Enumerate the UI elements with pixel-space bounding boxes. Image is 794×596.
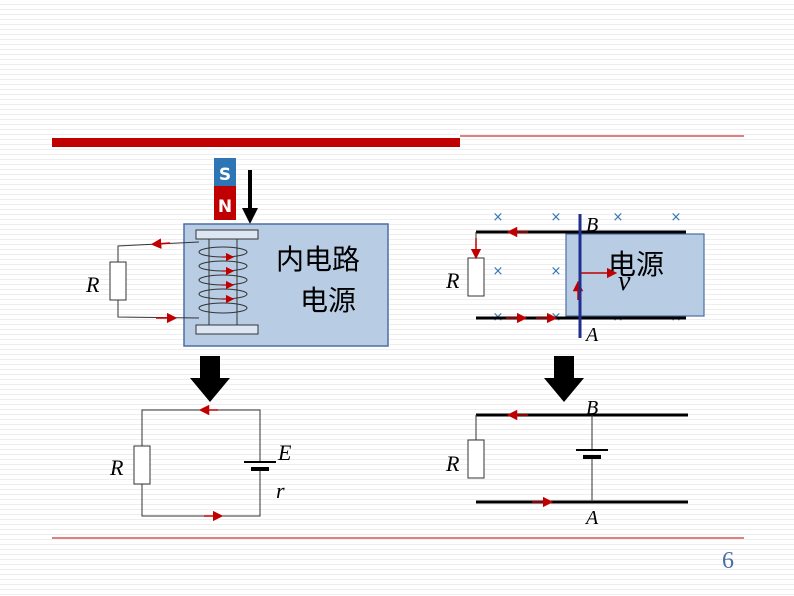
internal-resistance-label: r — [276, 478, 285, 503]
right-bottom-circuit: R B A — [445, 397, 688, 529]
left-top-resistor-label: R — [85, 272, 100, 297]
coil-top-plate — [195, 229, 259, 240]
magnet-motion-arrow-head — [242, 208, 258, 224]
title-bar-thick — [52, 138, 460, 147]
left-bottom-resistor — [133, 445, 151, 485]
rb-battery-short-plate — [583, 455, 601, 459]
rb-resistor — [467, 439, 485, 479]
magnet-north — [214, 186, 236, 220]
svg-text:×: × — [613, 210, 624, 225]
left-bottom-loop-lower — [141, 470, 261, 517]
left-bottom-resistor-label: R — [109, 455, 124, 480]
left-bottom-loop — [141, 409, 261, 462]
svg-text:×: × — [671, 210, 682, 225]
transition-arrow-right — [544, 356, 584, 402]
left-top-resistor — [109, 261, 127, 301]
rod-bottom-label: A — [584, 324, 599, 346]
magnet-south — [214, 158, 236, 186]
svg-text:×: × — [551, 264, 562, 279]
rb-top-label: B — [586, 397, 598, 419]
right-top-resistor — [467, 257, 485, 297]
right-top-diagram: × × × × × × × × × × R B A 电源 v — [445, 210, 705, 346]
svg-text:×: × — [493, 264, 504, 279]
rod-top-label: B — [586, 214, 598, 236]
coil-current-arrows — [222, 252, 235, 304]
svg-text:×: × — [551, 210, 562, 225]
box-label-line1: 内电路 — [276, 243, 360, 276]
right-top-resistor-label: R — [445, 268, 460, 293]
left-top-diagram: S N R 内 — [85, 158, 389, 347]
coil-core — [208, 238, 238, 326]
emf-label: E — [277, 440, 292, 465]
page-number: 6 — [722, 548, 734, 574]
svg-text:×: × — [493, 210, 504, 225]
current-arrow-left-top-in — [150, 238, 171, 249]
rb-resistor-label: R — [445, 451, 460, 476]
velocity-label: v — [618, 266, 631, 297]
rb-bottom-label: A — [584, 507, 599, 529]
battery-short-plate — [251, 467, 269, 471]
rod-source-box — [565, 233, 705, 317]
rod-source-label: 电源 — [608, 248, 664, 281]
box-label-line2: 电源 — [300, 284, 356, 317]
magnet-s-label: S — [219, 165, 231, 185]
coil-bottom-plate — [195, 324, 259, 335]
transition-arrow-left — [190, 356, 230, 402]
left-bottom-circuit: R E r — [109, 404, 292, 522]
magnet-n-label: N — [218, 197, 232, 217]
